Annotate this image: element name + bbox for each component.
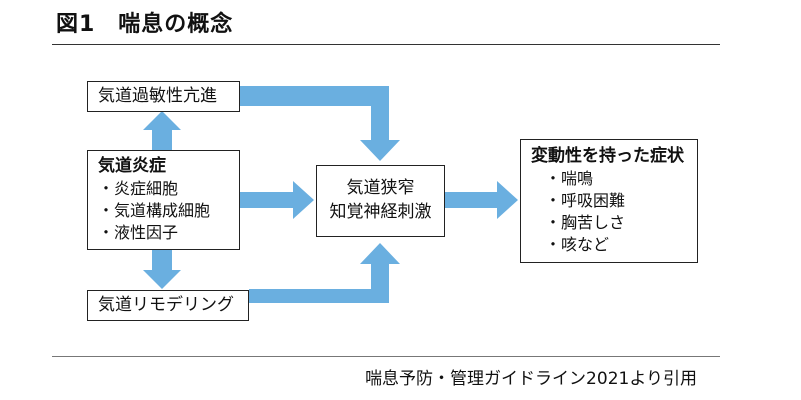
inflammation-heading: 気道炎症 bbox=[98, 156, 166, 176]
narrowing-line: 気道狭窄 bbox=[346, 178, 415, 198]
arrow-inflammation-to-narrowing bbox=[240, 181, 314, 219]
symptom-item: ・呼吸困難 bbox=[545, 191, 626, 210]
arrow-hyperresponsiveness-to-narrowing bbox=[240, 86, 400, 161]
arrow-narrowing-to-symptoms bbox=[445, 181, 518, 219]
box-symptoms: 変動性を持った症状 ・喘鳴 ・呼吸困難 ・胸苦しさ ・咳など bbox=[520, 139, 698, 263]
narrowing-line: 知覚神経刺激 bbox=[329, 202, 432, 222]
title-rule bbox=[52, 44, 720, 45]
arrow-inflammation-to-hyperresponsiveness bbox=[143, 111, 181, 150]
inflammation-item: ・気道構成細胞 bbox=[98, 201, 211, 220]
source-citation: 喘息予防・管理ガイドライン2021より引用 bbox=[365, 369, 697, 389]
inflammation-item: ・液性因子 bbox=[98, 223, 179, 242]
box-inflammation: 気道炎症 ・炎症細胞 ・気道構成細胞 ・液性因子 bbox=[87, 150, 240, 250]
box-hyperresponsiveness: 気道過敏性亢進 bbox=[87, 81, 240, 112]
box-narrowing: 気道狭窄 知覚神経刺激 bbox=[316, 165, 445, 237]
symptom-item: ・胸苦しさ bbox=[545, 213, 626, 232]
box-remodeling: 気道リモデリング bbox=[87, 290, 249, 321]
arrow-inflammation-to-remodeling bbox=[143, 250, 181, 289]
hyperresponsiveness-label: 気道過敏性亢進 bbox=[98, 86, 217, 106]
inflammation-item: ・炎症細胞 bbox=[98, 179, 179, 198]
arrow-remodeling-to-narrowing bbox=[249, 243, 400, 303]
symptom-item: ・喘鳴 bbox=[545, 169, 594, 188]
figure-title: 図1 喘息の概念 bbox=[56, 12, 234, 37]
remodeling-label: 気道リモデリング bbox=[98, 295, 234, 315]
symptom-item: ・咳など bbox=[545, 235, 610, 254]
source-rule bbox=[52, 356, 720, 357]
symptoms-heading: 変動性を持った症状 bbox=[531, 146, 684, 166]
